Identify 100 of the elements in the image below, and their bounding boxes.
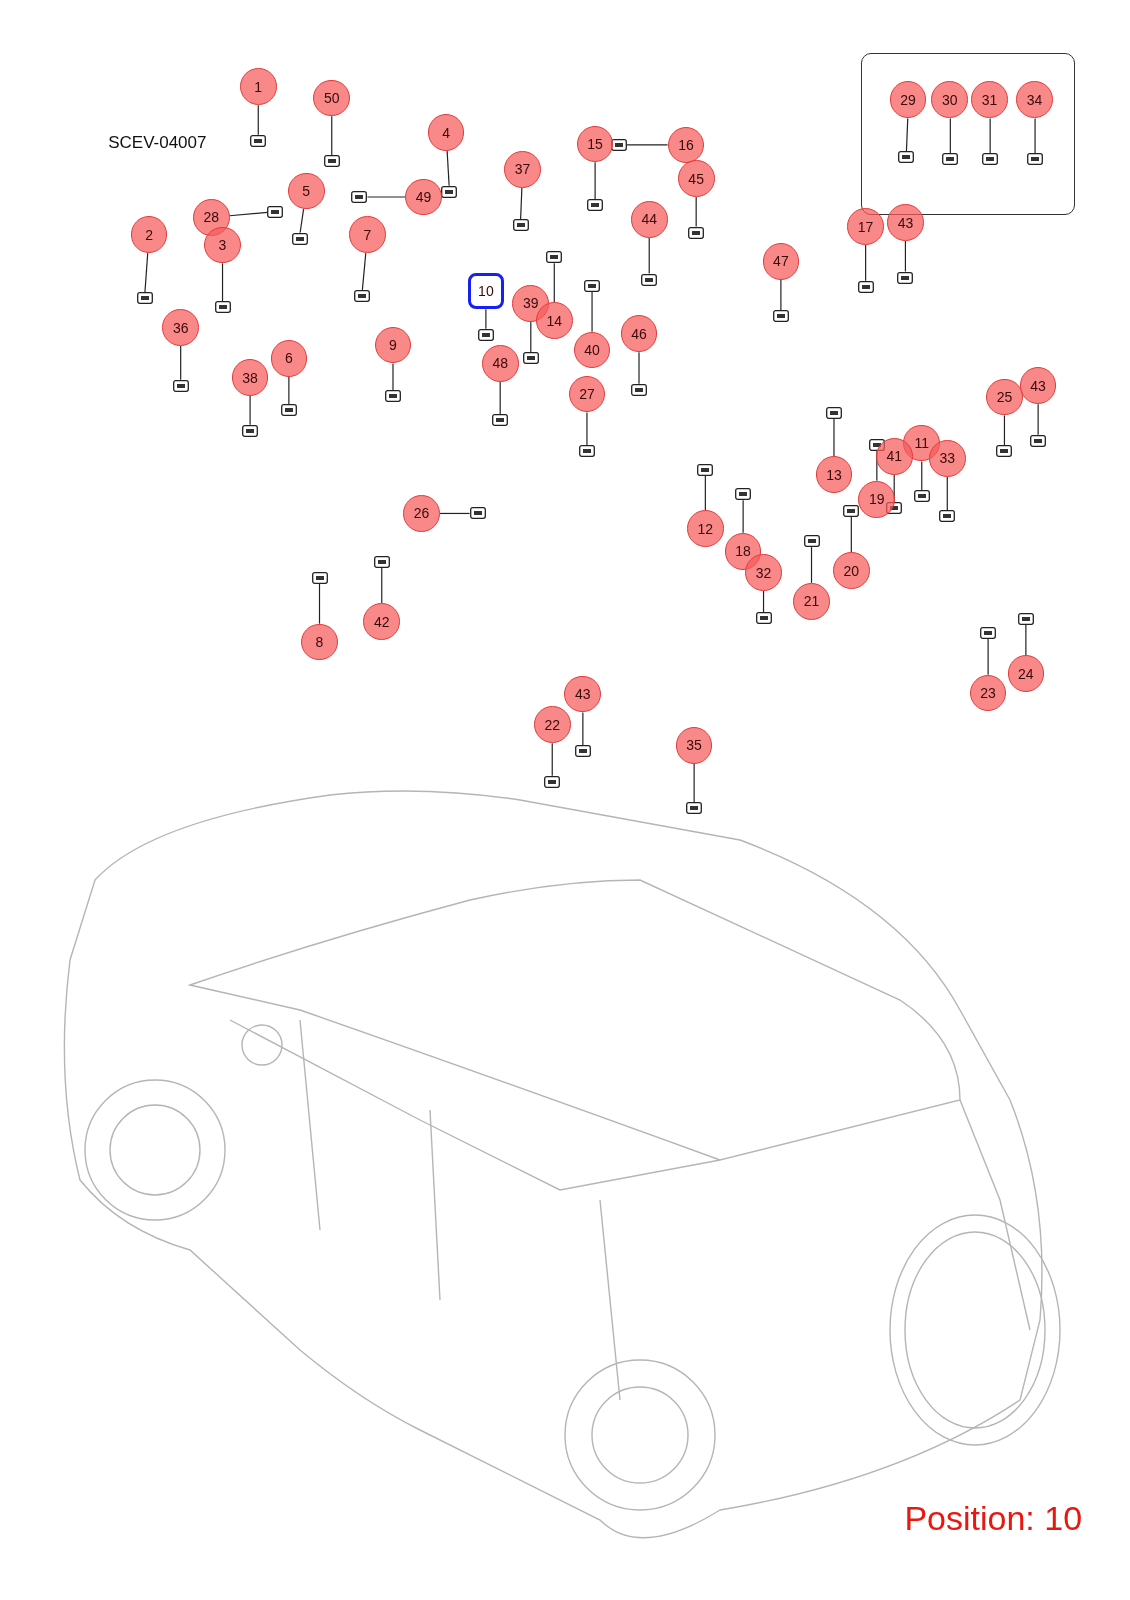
part-drawing [373, 555, 390, 568]
part-drawing [631, 383, 647, 396]
callout-number: 16 [667, 126, 705, 164]
leader-line [693, 762, 695, 803]
callout-number: 21 [793, 582, 830, 620]
callout-number: 6 [270, 339, 308, 377]
part-drawing [1030, 434, 1047, 447]
leader-line [638, 351, 640, 385]
callout-number: 44 [630, 201, 668, 238]
callout-number: 8 [301, 623, 338, 661]
callout-number: 27 [568, 375, 606, 413]
drawing-number: SCEV-04007 [108, 132, 207, 153]
callout-number: 36 [162, 309, 200, 346]
callout-number: 43 [1019, 367, 1057, 405]
callout-number: 5 [287, 172, 325, 210]
leader-line [551, 742, 553, 777]
leader-line [499, 381, 501, 416]
leader-line [446, 150, 450, 187]
part-drawing [492, 414, 509, 427]
part-drawing [578, 445, 595, 458]
leader-line [229, 211, 269, 217]
leader-line [626, 144, 669, 146]
part-drawing [172, 379, 189, 392]
callout-number: 48 [481, 345, 519, 382]
leader-line [553, 262, 555, 303]
callout-number: 33 [928, 439, 966, 477]
leader-line [221, 262, 224, 302]
part-drawing [292, 232, 309, 245]
callout-number: 23 [969, 674, 1007, 712]
part-drawing [136, 291, 153, 304]
part-drawing [351, 191, 368, 203]
callout-number: 46 [620, 315, 658, 353]
part-drawing [825, 406, 842, 419]
part-drawing [267, 206, 284, 219]
callout-number: 31 [971, 81, 1008, 118]
leader-line [905, 117, 909, 152]
part-drawing [280, 404, 297, 417]
callout-number: 29 [889, 81, 927, 118]
leader-line [648, 237, 650, 275]
part-drawing [477, 328, 494, 341]
inset-frame [860, 53, 1075, 216]
part-drawing [697, 463, 714, 476]
leader-line [485, 308, 487, 330]
callout-number: 45 [677, 160, 715, 197]
part-drawing [897, 150, 914, 163]
callout-number: 1 [239, 68, 277, 106]
part-drawing [897, 271, 914, 284]
callout-number: 40 [573, 331, 611, 369]
leader-line [946, 476, 948, 511]
part-drawing [981, 152, 998, 165]
leader-line [1025, 624, 1027, 656]
leader-line [530, 320, 532, 353]
leader-line [288, 376, 290, 405]
callout-number: 34 [1016, 81, 1053, 118]
leader-line [439, 512, 471, 515]
callout-number: 50 [313, 79, 351, 117]
callout-number: 25 [986, 378, 1023, 416]
part-drawing [610, 138, 627, 151]
leader-line [594, 161, 596, 200]
leader-line [249, 395, 251, 426]
leader-line [318, 583, 321, 625]
callout-number: 9 [374, 326, 412, 364]
leader-line [180, 345, 182, 381]
leader-line [1034, 117, 1036, 154]
part-drawing [250, 134, 267, 147]
callout-number: 38 [231, 359, 269, 397]
leader-line [921, 460, 923, 491]
part-drawing [1017, 612, 1034, 625]
callout-number: 15 [576, 125, 614, 163]
leader-line [810, 546, 813, 584]
part-drawing [522, 352, 539, 365]
callout-number: 43 [564, 675, 602, 713]
part-drawing [469, 507, 486, 520]
callout-number: 3 [204, 226, 241, 264]
leader-line [392, 362, 394, 391]
part-drawing [803, 535, 820, 548]
leader-line [695, 196, 697, 228]
part-drawing [686, 802, 703, 815]
leader-line [865, 244, 867, 282]
leader-line [520, 187, 523, 221]
callout-number: 20 [832, 552, 870, 589]
leader-line [850, 515, 852, 553]
part-drawing [587, 199, 604, 212]
callout-number: 26 [403, 495, 440, 532]
leader-line [742, 499, 744, 534]
leader-line [361, 252, 367, 291]
leader-line [989, 117, 991, 154]
leader-line [299, 208, 305, 234]
part-drawing [939, 510, 956, 523]
leader-line [257, 104, 259, 136]
part-drawing [214, 301, 231, 314]
callout-number: 49 [405, 178, 442, 216]
part-drawing [544, 775, 561, 788]
callout-number: 19 [858, 480, 896, 518]
leader-line [582, 711, 584, 746]
leader-line [331, 115, 333, 156]
callout-number: 28 [192, 199, 230, 236]
leader-line [833, 417, 835, 457]
leader-line [949, 117, 951, 154]
leader-line [1003, 414, 1006, 446]
